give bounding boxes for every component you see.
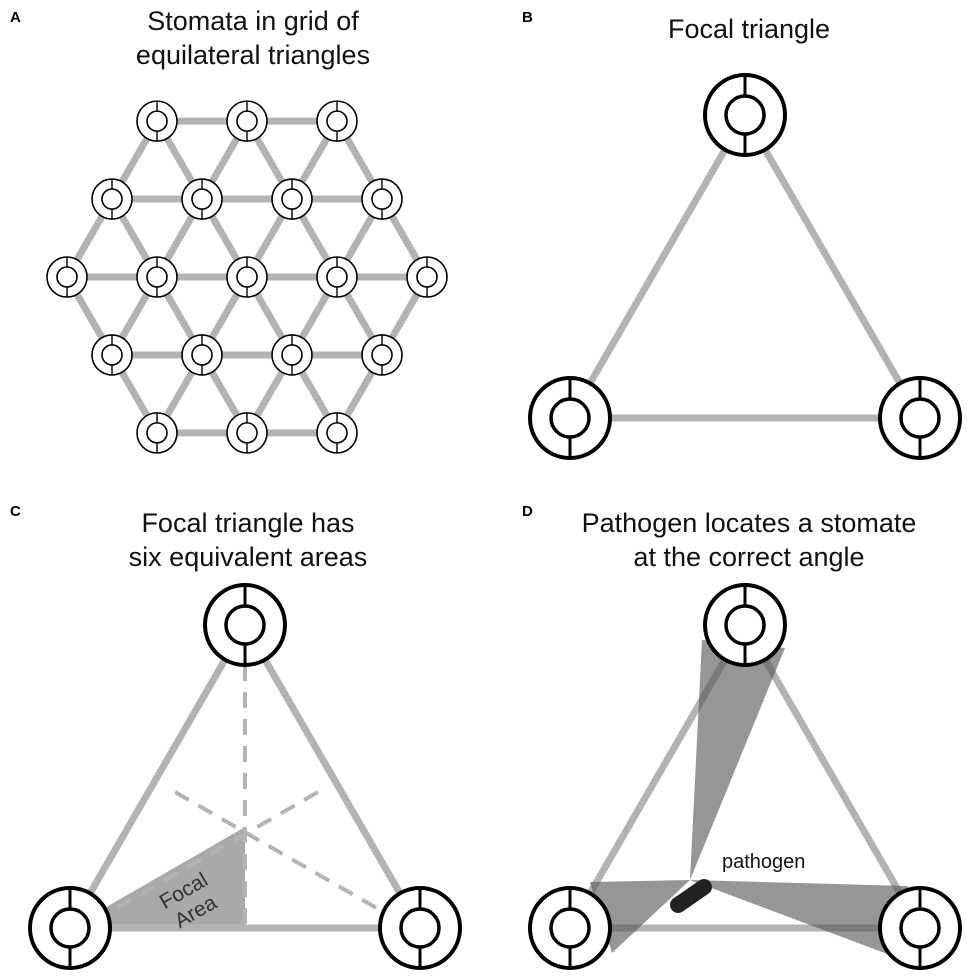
stomate-top: [703, 583, 787, 667]
stomate-bottom-left: [528, 886, 612, 970]
pathogen-marker: [670, 879, 712, 913]
grid-stomate: [361, 334, 403, 376]
triangle-edge-right: [741, 111, 924, 422]
panel-d: D Pathogen locates a stomate at the corr…: [522, 503, 962, 970]
panel-d-title-line1: Pathogen locates a stomate: [582, 508, 917, 538]
grid-stomate: [316, 100, 358, 142]
pathogen-label: pathogen: [722, 851, 805, 873]
stomate-bottom-left: [528, 376, 612, 460]
panel-a-title-line2: equilateral triangles: [136, 40, 370, 70]
grid-stomate: [136, 256, 178, 298]
focal-area-region: [70, 827, 245, 928]
stomate-bottom-left: [28, 886, 112, 970]
grid-stomate: [136, 412, 178, 454]
stomate-top: [703, 73, 787, 157]
triangle-edge-left: [66, 621, 249, 932]
grid-stomate: [316, 412, 358, 454]
panel-c-title-line1: Focal triangle has: [141, 508, 354, 538]
grid-stomate: [136, 100, 178, 142]
panel-b: B Focal triangle: [522, 9, 962, 460]
triangle-edge-right: [741, 621, 924, 932]
grid-stomate: [91, 178, 133, 220]
grid-stomate: [226, 100, 268, 142]
grid-stomate: [91, 334, 133, 376]
bisector-left-diagonal: [174, 790, 381, 912]
grid-stomate: [406, 256, 448, 298]
panel-a-letter: A: [10, 9, 21, 26]
grid-stomate: [271, 334, 313, 376]
stomate-bottom-right: [378, 886, 462, 970]
panel-b-title: Focal triangle: [668, 14, 830, 44]
panel-c-title-line2: six equivalent areas: [129, 542, 368, 572]
panel-a-title-line1: Stomata in grid of: [147, 6, 359, 36]
stomate-top: [203, 583, 287, 667]
bisector-right-diagonal: [112, 790, 319, 912]
grid-stomate: [361, 178, 403, 220]
triangle-edge-left: [566, 111, 749, 422]
focal-triangle-edges: [566, 111, 924, 422]
cone-toward-right-stomate: [690, 880, 908, 958]
triangle-edges-c: [66, 621, 424, 932]
panel-d-title-line2: at the correct angle: [633, 542, 864, 572]
panel-d-letter: D: [522, 503, 533, 520]
panel-b-letter: B: [522, 9, 533, 26]
detection-cones: [590, 640, 908, 958]
panel-c: C Focal triangle has six equivalent area…: [10, 503, 462, 970]
panel-c-letter: C: [10, 503, 21, 520]
grid-stomate: [181, 334, 223, 376]
grid-stomate: [226, 256, 268, 298]
grid-stomate: [46, 256, 88, 298]
grid-stomate: [271, 178, 313, 220]
grid-stomate: [316, 256, 358, 298]
grid-stomate: [181, 178, 223, 220]
cone-toward-left-stomate: [590, 880, 690, 953]
panel-a: A Stomata in grid of equilateral triangl…: [10, 6, 448, 454]
bisector-lines: [112, 665, 381, 928]
stomate-bottom-right: [878, 886, 962, 970]
triangle-edge-right: [241, 621, 424, 932]
stomate-bottom-right: [878, 376, 962, 460]
grid-stomata: [46, 100, 448, 454]
grid-stomate: [226, 412, 268, 454]
cone-toward-top-stomate: [690, 640, 785, 880]
